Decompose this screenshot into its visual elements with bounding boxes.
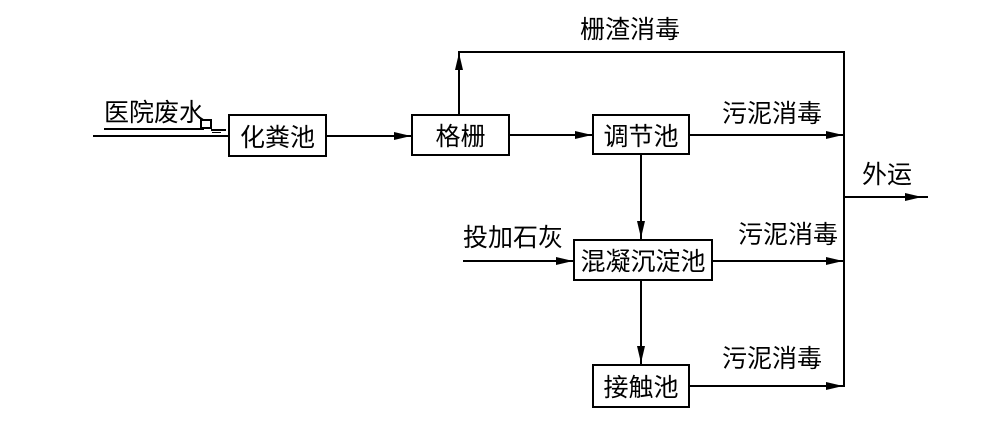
arrow-down-icon (637, 221, 645, 238)
arrow-right-icon (394, 132, 411, 140)
edge-lime-to-coag (463, 260, 573, 262)
edge-coag-to-collector (713, 260, 843, 262)
node-regulating-tank-label: 调节池 (603, 121, 679, 151)
edge-contact-to-collector (690, 385, 843, 387)
edge-regulating-down (640, 155, 642, 239)
node-septic-tank-label: 化粪池 (239, 122, 315, 152)
cad-grip-artifact-mark (211, 129, 226, 131)
edge-coag-down (640, 281, 642, 364)
node-septic-tank: 化粪池 (228, 114, 327, 157)
arrow-right-icon (575, 131, 592, 139)
node-coag-sed-tank-label: 混凝沉淀池 (580, 247, 706, 276)
edge-screen-to-regulating (510, 134, 592, 136)
arrow-right-icon (826, 131, 843, 139)
sludge-disinfect-label-1: 污泥消毒 (722, 99, 823, 128)
screenings-disinfect-label: 栅渣消毒 (580, 15, 681, 44)
node-bar-screen-label: 格栅 (435, 122, 486, 151)
arrow-right-icon (556, 257, 573, 265)
edge-regulating-to-collector (690, 134, 843, 136)
influent-flow-line (93, 135, 228, 137)
node-coag-sed-tank: 混凝沉淀池 (573, 239, 713, 281)
arrow-right-icon (905, 193, 922, 201)
edge-screen-up (458, 52, 460, 114)
collector-line (843, 51, 845, 387)
node-contact-tank: 接触池 (592, 364, 690, 408)
node-regulating-tank: 调节池 (592, 114, 690, 155)
arrow-up-icon (455, 53, 463, 70)
arrow-right-icon (826, 382, 843, 390)
cad-grip-artifact-mark (212, 132, 221, 133)
sludge-disinfect-label-2: 污泥消毒 (738, 220, 839, 249)
node-bar-screen: 格栅 (411, 114, 510, 156)
cad-grip-artifact-icon (200, 119, 212, 129)
screenings-top-line (458, 51, 845, 53)
edge-septic-to-screen (327, 135, 411, 137)
edge-outward (843, 196, 928, 198)
arrow-down-icon (637, 346, 645, 363)
sludge-disinfect-label-3: 污泥消毒 (722, 344, 823, 373)
arrow-right-icon (826, 257, 843, 265)
lime-dosing-label: 投加石灰 (463, 223, 564, 252)
outward-label: 外运 (862, 160, 913, 189)
influent-label: 医院废水 (104, 99, 205, 131)
node-contact-tank-label: 接触池 (603, 373, 679, 402)
